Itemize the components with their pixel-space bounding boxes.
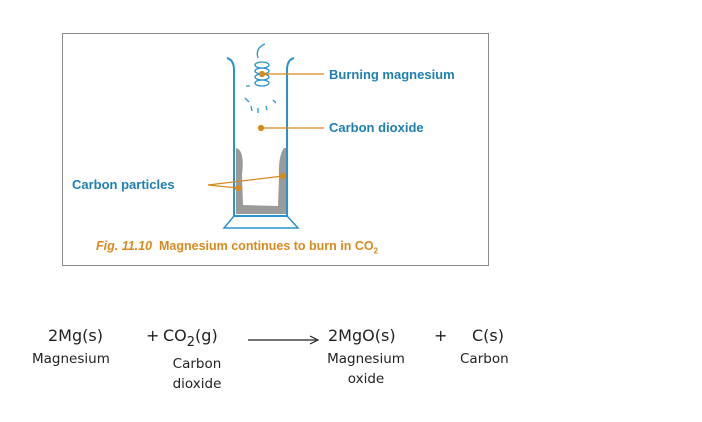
co2-formula-a: CO	[163, 326, 187, 345]
caption-subscript: 2	[373, 246, 379, 256]
plus-sign: +	[146, 326, 160, 345]
label-burning-magnesium: Burning magnesium	[329, 67, 455, 82]
reactant-co2-name-line1: Carbon	[172, 356, 222, 372]
caption-text: Magnesium continues to burn in CO	[159, 239, 374, 253]
figure-panel	[62, 33, 489, 266]
reactant-magnesium-name: Magnesium	[32, 351, 110, 367]
label-carbon-dioxide: Carbon dioxide	[329, 120, 424, 135]
co2-subscript: 2	[186, 335, 196, 350]
product-mgo-name-line2: oxide	[347, 371, 385, 387]
magnesium-coil-icon	[244, 43, 277, 113]
product-mgo-formula: 2MgO(s)	[328, 326, 396, 345]
co2-formula-b: (g)	[195, 326, 218, 345]
figure-caption: Fig. 11.10 Magnesium continues to burn i…	[96, 239, 378, 256]
reactant-co2-name-line2: dioxide	[172, 376, 222, 392]
caption-number: Fig. 11.10	[96, 239, 153, 253]
plus-sign: +	[434, 326, 448, 345]
beaker-base	[222, 215, 300, 229]
reactant-co2-formula: CO2(g)	[163, 326, 218, 350]
product-carbon-formula: C(s)	[472, 326, 504, 345]
carbon-residue	[236, 148, 287, 214]
reaction-arrow-icon	[248, 335, 320, 345]
reactant-magnesium-formula: 2Mg(s)	[48, 326, 103, 345]
product-mgo-name-line1: Magnesium	[327, 351, 405, 367]
label-carbon-particles: Carbon particles	[72, 177, 175, 192]
product-carbon-name: Carbon	[460, 351, 509, 367]
